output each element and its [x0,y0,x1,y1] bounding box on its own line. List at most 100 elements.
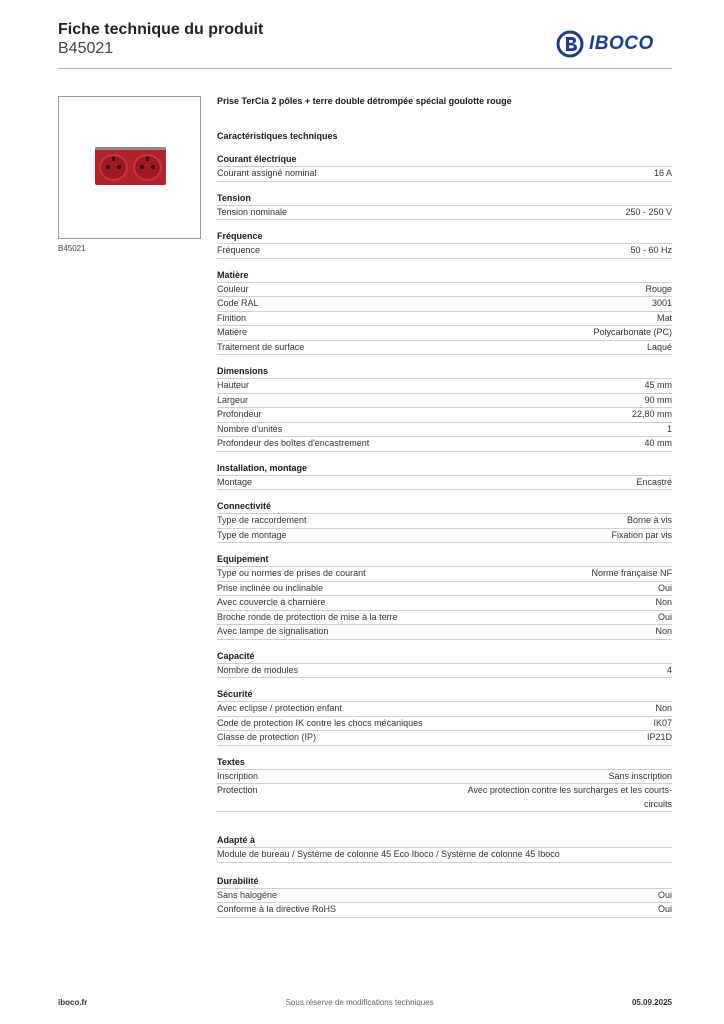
product-name: Prise TerCia 2 pôles + terre double détr… [217,96,512,106]
socket-left [99,154,128,181]
spec-row: Classe de protection (IP) IP21D [217,731,672,746]
section-title: Caractéristiques techniques [217,131,338,141]
footer-disclaimer: Sous réserve de modifications techniques [285,998,434,1007]
spec-row: Broche ronde de protection de mise à la … [217,611,672,625]
spec-value: Polycarbonate (PC) [593,327,672,337]
spec-value: Laqué [646,341,672,352]
spec-value: 3001 [651,298,672,308]
spec-group-title: Matière [217,269,672,283]
spec-value: Non [655,597,672,607]
footer-date: 05.09.2025 [631,998,672,1007]
spec-value: 45 mm [644,380,672,390]
spec-value: Oui [657,889,672,900]
spec-row: Traitement de surface Laqué [217,341,672,355]
spec-value: Non [655,703,672,713]
socket-right [133,154,162,181]
spec-label: Montage [217,476,253,487]
spec-group-title: Tension [217,192,672,206]
spec-label: Conforme à la directive RoHS [217,904,337,914]
spec-label: Prise inclinée ou inclinable [217,582,324,593]
spec-label: Couleur [217,283,249,294]
spec-group-title: Durabilité [217,875,672,889]
spec-row: Code de protection IK contre les chocs m… [217,717,672,731]
spec-value: Mat [656,312,672,323]
spec-value: Oui [657,582,672,593]
header-divider [58,68,672,69]
spec-label: Profondeur des boîtes d'encastrement [217,438,370,448]
spec-group-title: Equipement [217,553,672,567]
spec-value: 22,80 mm [631,409,672,419]
spec-group-title: Installation, montage [217,462,672,476]
product-reference: B45021 [58,40,114,57]
spec-row: Avec lampe de signalisation Non [217,625,672,640]
spec-label: Traitement de surface [217,341,305,352]
spec-value: Avec protection contre les surcharges et… [467,785,672,809]
spec-label: Avec couvercle à charnière [217,597,326,607]
spec-value: Oui [657,611,672,622]
spec-label: Classe de protection (IP) [217,732,317,742]
spec-group-title: Adapté à [217,834,672,848]
spec-label: Type de montage [217,529,287,540]
spec-group-title: Textes [217,756,672,770]
spec-value: 50 - 60 Hz [630,245,672,255]
iboco-logo: IBOCO [556,29,674,59]
spec-row: Nombre d'unités 1 [217,423,672,437]
spec-label: Nombre de modules [217,664,299,675]
spec-group-title: Capacité [217,650,672,664]
spec-row: Prise inclinée ou inclinable Oui [217,582,672,596]
spec-label: Nombre d'unités [217,423,283,434]
document-title: Fiche technique du produit [58,21,264,38]
spec-group-title: Fréquence [217,230,672,244]
spec-value: 4 [666,664,672,675]
product-image [58,96,201,239]
spec-value: Non [655,626,672,636]
spec-value: Oui [657,904,672,914]
spec-value: 1 [666,423,672,434]
spec-label: Broche ronde de protection de mise à la … [217,611,398,622]
spec-value: Rouge [645,283,672,294]
spec-value: IP21D [646,732,672,742]
spec-group-title: Sécurité [217,688,672,702]
spec-row: Matière Polycarbonate (PC) [217,326,672,341]
spec-label: Profondeur [217,409,262,419]
spec-row: Type de montage Fixation par vis [217,529,672,543]
spec-row: Protection Avec protection contre les sur… [217,784,672,812]
spec-label: Matière [217,327,248,337]
logo-wordmark: IBOCO [589,33,654,54]
iboco-logo-icon [556,30,584,58]
spec-row: Nombre de modules 4 [217,664,672,678]
spec-value: 90 mm [644,394,672,405]
spec-label: Courant assigné nominal [217,168,317,178]
spec-value: 40 mm [644,438,672,448]
spec-label: Avec lampe de signalisation [217,626,329,636]
spec-label: Avec eclipse / protection enfant [217,703,342,713]
spec-value: Fixation par vis [611,529,672,540]
spec-label: Fréquence [217,245,261,255]
specifications: Prise TerCia 2 pôles + terre double détr… [217,94,672,918]
spec-label: Protection [217,785,258,795]
document-header: Fiche technique du produit B45021 [58,20,263,58]
spec-value: Borne à vis [626,515,672,525]
spec-label: Hauteur [217,380,250,390]
spec-full-row: Module de bureau / Système de colonne 45… [217,848,672,863]
spec-row: Hauteur 45 mm [217,379,672,394]
footer-website: iboco.fr [58,998,88,1007]
spec-label: Tension nominale [217,206,288,217]
